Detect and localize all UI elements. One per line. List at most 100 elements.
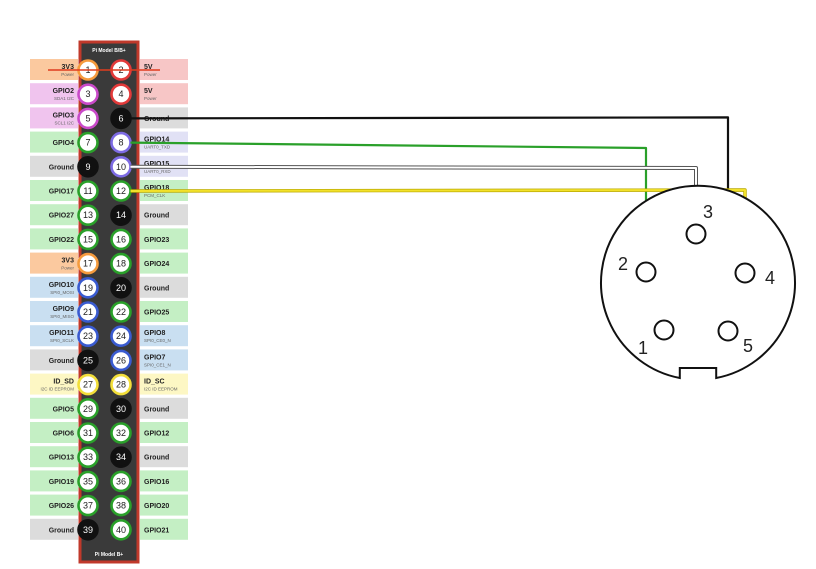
gpio-pin-number: 16 bbox=[116, 234, 126, 244]
pin-label-left: Ground bbox=[49, 527, 74, 534]
connector-pin bbox=[635, 261, 657, 283]
gpio-pin bbox=[110, 228, 132, 251]
gpio-pin bbox=[110, 204, 132, 226]
gpio-pin bbox=[110, 518, 132, 541]
wire-pin-8 bbox=[130, 141, 648, 272]
pin-label-right: 5V bbox=[144, 64, 153, 71]
gpio-pin-number: 21 bbox=[83, 307, 93, 317]
gpio-pin-number: 12 bbox=[116, 186, 126, 196]
pin-label-left: GPIO3 bbox=[53, 112, 75, 119]
gpio-pin bbox=[77, 494, 99, 517]
pin-sublabel-left: Power bbox=[61, 72, 74, 77]
gpio-pin-number: 29 bbox=[83, 404, 93, 414]
pin-label-box-left bbox=[30, 180, 78, 201]
pin-label-box-right bbox=[140, 470, 188, 492]
gpio-pin-number: 35 bbox=[83, 476, 93, 486]
gpio-pin bbox=[110, 83, 132, 105]
gpio-pin bbox=[77, 107, 99, 130]
pin-sublabel-left: Power bbox=[61, 266, 74, 271]
gpio-pin-number: 11 bbox=[83, 186, 92, 196]
gpio-pin-number: 13 bbox=[83, 210, 93, 220]
pin-label-left: Ground bbox=[49, 358, 74, 365]
pin-sublabel-left: SPI0_SCLK bbox=[50, 338, 74, 343]
pin-label-left: GPIO6 bbox=[53, 431, 75, 438]
gpio-pin-number: 26 bbox=[116, 355, 126, 365]
pin-label-right: GPIO12 bbox=[144, 431, 169, 438]
gpio-pin-number: 17 bbox=[83, 259, 93, 269]
connector-pin-number: 5 bbox=[743, 336, 753, 356]
gpio-pin-number: 5 bbox=[85, 113, 90, 123]
gpio-pin-number: 24 bbox=[116, 331, 126, 341]
pin-label-box-left bbox=[30, 83, 78, 105]
pin-label-box-right bbox=[140, 397, 188, 419]
connector-pin-number: 2 bbox=[618, 254, 628, 274]
gpio-pin-number: 38 bbox=[116, 501, 126, 511]
pin-sublabel-right: SPI0_CE1_N bbox=[144, 362, 171, 367]
gpio-pin bbox=[77, 252, 99, 275]
pin-label-box-right bbox=[140, 494, 188, 516]
pin-label-right: Ground bbox=[144, 406, 169, 413]
pin-label-box-right bbox=[140, 446, 188, 468]
pin-sublabel-left: SDA1 I2C bbox=[54, 96, 75, 101]
gpio-pin bbox=[77, 446, 99, 469]
wire-pin-10 bbox=[130, 165, 697, 234]
pin-label-right: ID_SC bbox=[144, 379, 165, 386]
pin-label-left: GPIO9 bbox=[53, 306, 75, 313]
pin-label-box-left bbox=[30, 494, 78, 516]
wire-outline bbox=[130, 164, 698, 234]
gpio-pin-number: 39 bbox=[83, 525, 93, 535]
gpio-pin bbox=[77, 204, 99, 226]
gpio-pin bbox=[77, 422, 99, 444]
gpio-pin bbox=[110, 470, 132, 493]
pin-label-box-left bbox=[30, 107, 78, 129]
pin-sublabel-left: SCL1 I2C bbox=[54, 120, 74, 125]
gpio-pin-number: 18 bbox=[116, 259, 126, 269]
pin-label-left: GPIO5 bbox=[53, 406, 75, 413]
pin-label-box-left bbox=[30, 131, 78, 153]
gpio-pin-number: 31 bbox=[83, 428, 93, 438]
gpio-pin-number: 28 bbox=[116, 380, 126, 390]
pin-label-box-left bbox=[30, 470, 78, 492]
gpio-pin bbox=[110, 446, 132, 469]
gpio-pin-number: 23 bbox=[83, 331, 93, 341]
pin-label-right: Ground bbox=[144, 455, 169, 462]
pin-label-right: GPIO7 bbox=[144, 354, 166, 361]
gpio-pin-number: 7 bbox=[85, 138, 90, 148]
pin-label-left: GPIO13 bbox=[49, 455, 74, 462]
pin-label-box-left bbox=[30, 373, 78, 395]
connector-pin bbox=[717, 320, 739, 342]
gpio-pin-number: 25 bbox=[83, 355, 93, 365]
gpio-pin bbox=[110, 325, 132, 348]
pin-sublabel-right: Power bbox=[144, 72, 157, 77]
gpio-pin bbox=[77, 470, 99, 493]
pin-label-box-left bbox=[30, 422, 78, 443]
pin-label-left: GPIO10 bbox=[49, 282, 74, 289]
gpio-pin bbox=[110, 252, 132, 275]
pin-label-box-right bbox=[140, 83, 188, 105]
pin-sublabel-right: SPI0_CE0_N bbox=[144, 338, 171, 343]
pin-label-right: Ground bbox=[144, 285, 169, 292]
gpio-pin-number: 6 bbox=[118, 113, 123, 123]
pin-label-right: GPIO24 bbox=[144, 261, 169, 268]
gpio-pin-number: 10 bbox=[116, 162, 126, 172]
pin-label-left: Ground bbox=[49, 164, 74, 171]
pin-label-box-right bbox=[140, 59, 188, 80]
gpio-pin bbox=[110, 349, 132, 372]
pin-label-box-left bbox=[30, 301, 78, 322]
pin-sublabel-right: UART0_RXD bbox=[144, 169, 171, 174]
gpio-pin-number: 20 bbox=[116, 283, 126, 293]
gpio-pin bbox=[110, 397, 132, 420]
pin-label-right: GPIO15 bbox=[144, 161, 169, 168]
gpio-pin-number: 9 bbox=[85, 162, 90, 172]
pin-label-box-right bbox=[140, 252, 188, 274]
gpio-pin-number: 15 bbox=[83, 234, 93, 244]
pin-label-box-right bbox=[140, 276, 188, 298]
gpio-pin-number: 22 bbox=[116, 307, 126, 317]
pin-label-right: GPIO14 bbox=[144, 137, 169, 144]
pin-label-left: ID_SD bbox=[53, 379, 74, 386]
connector-pin bbox=[685, 223, 707, 245]
gpio-pin-number: 34 bbox=[116, 452, 126, 462]
header-title-top: Pi Model B/B+ bbox=[92, 48, 126, 54]
